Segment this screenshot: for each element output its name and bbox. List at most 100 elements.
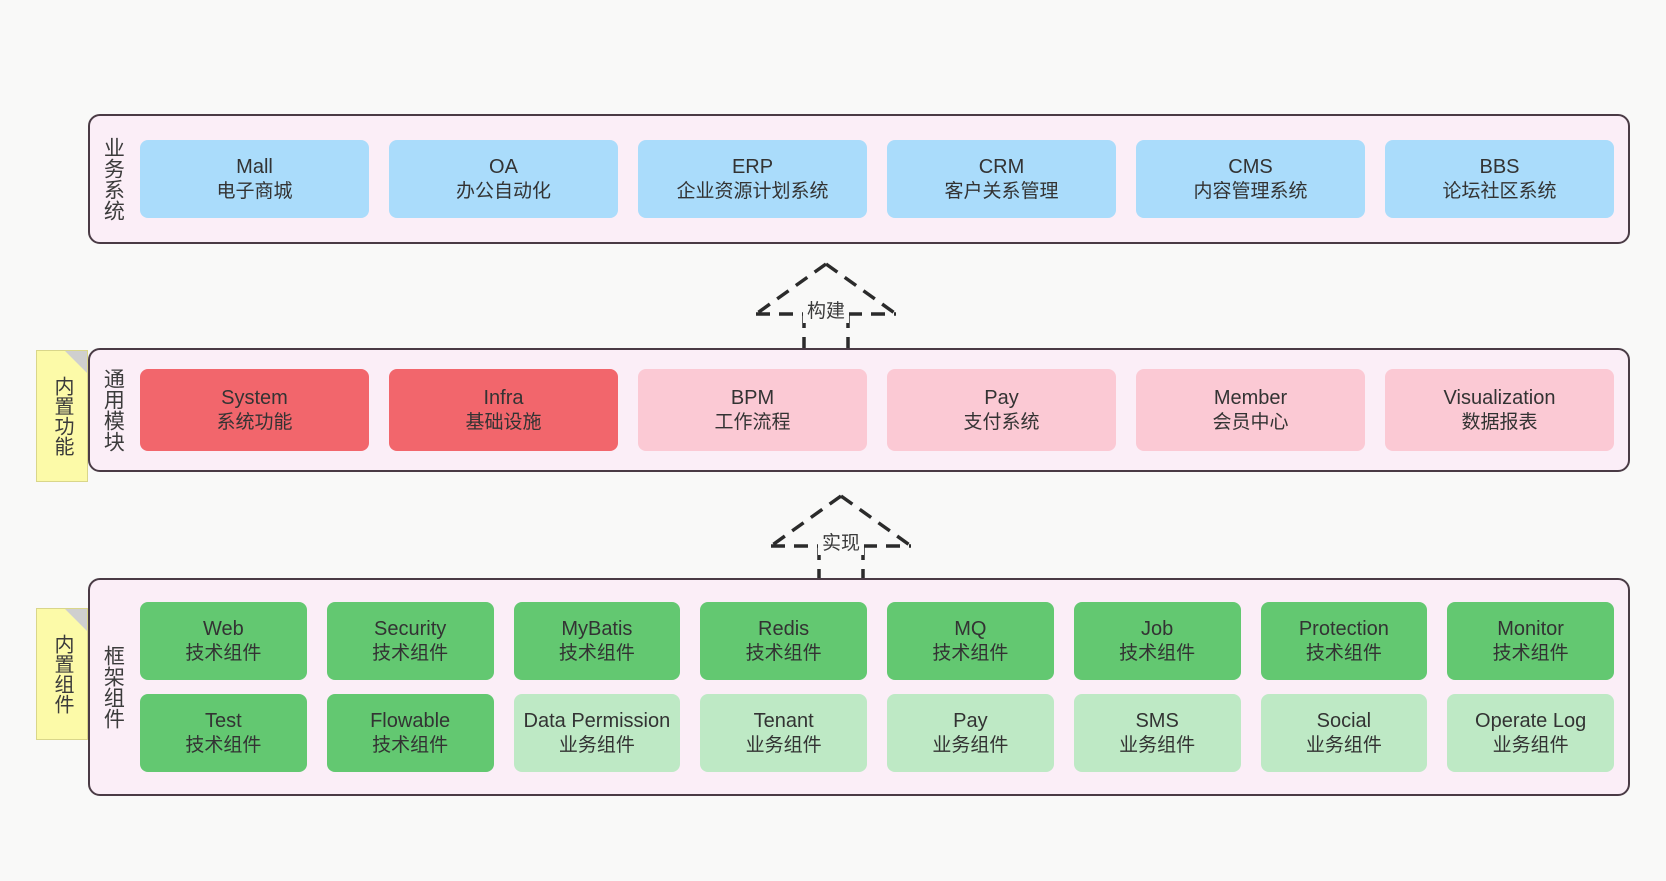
node-subtitle: 论坛社区系统 <box>1442 180 1557 202</box>
node-subtitle: 技术组件 <box>185 734 262 756</box>
note-builtin-features: 内置功能 <box>36 350 88 482</box>
node-pay-component[interactable]: Pay 业务组件 <box>887 694 1054 772</box>
node-mall[interactable]: Mall 电子商城 <box>140 140 369 218</box>
node-redis[interactable]: Redis 技术组件 <box>700 602 867 680</box>
node-title: Web <box>202 618 244 641</box>
node-tenant[interactable]: Tenant 业务组件 <box>700 694 867 772</box>
node-subtitle: 技术组件 <box>558 642 635 664</box>
node-subtitle: 技术组件 <box>372 734 449 756</box>
node-title: MyBatis <box>561 618 633 641</box>
layer-body-framework-component: Web 技术组件 Security 技术组件 MyBatis 技术组件 Redi… <box>134 580 1628 794</box>
node-title: Test <box>205 710 242 733</box>
node-row: Test 技术组件 Flowable 技术组件 Data Permission … <box>140 694 1614 772</box>
layer-framework-component: 框架组件 Web 技术组件 Security 技术组件 MyBatis 技术组件… <box>88 578 1630 796</box>
node-title: Redis <box>758 618 810 641</box>
node-bpm[interactable]: BPM 工作流程 <box>638 369 867 451</box>
node-title: Pay <box>984 387 1019 410</box>
layer-body-business-system: Mall 电子商城 OA 办公自动化 ERP 企业资源计划系统 CRM 客户关系… <box>134 116 1628 242</box>
node-subtitle: 业务组件 <box>1119 734 1196 756</box>
node-title: ERP <box>731 156 774 179</box>
node-title: CRM <box>978 156 1025 179</box>
node-title: Monitor <box>1497 618 1564 641</box>
node-subtitle: 业务组件 <box>558 734 635 756</box>
node-subtitle: 技术组件 <box>745 642 822 664</box>
node-subtitle: 数据报表 <box>1461 411 1538 433</box>
node-title: Operate Log <box>1475 710 1587 733</box>
node-title: OA <box>489 156 518 179</box>
node-title: Social <box>1316 710 1372 733</box>
node-flowable[interactable]: Flowable 技术组件 <box>326 694 494 772</box>
node-title: Mall <box>236 156 273 179</box>
node-title: Infra <box>483 387 524 410</box>
node-mq[interactable]: MQ 技术组件 <box>887 602 1054 680</box>
note-label: 内置功能 <box>51 376 73 456</box>
note-builtin-components: 内置组件 <box>36 608 88 740</box>
node-title: Pay <box>953 710 988 733</box>
node-title: System <box>221 387 288 410</box>
node-row: System 系统功能 Infra 基础设施 BPM 工作流程 Pay 支付系统… <box>140 369 1614 451</box>
note-fold-corner-icon <box>65 351 87 373</box>
node-title: Security <box>374 618 447 641</box>
node-subtitle: 内容管理系统 <box>1193 180 1308 202</box>
node-test[interactable]: Test 技术组件 <box>140 694 307 772</box>
node-protection[interactable]: Protection 技术组件 <box>1260 602 1428 680</box>
node-title: SMS <box>1135 710 1179 733</box>
node-operate-log[interactable]: Operate Log 业务组件 <box>1447 694 1614 772</box>
layer-business-system: 业务系统 Mall 电子商城 OA 办公自动化 ERP 企业资源计划系统 CRM… <box>88 114 1630 244</box>
node-subtitle: 业务组件 <box>1492 734 1569 756</box>
node-row: Web 技术组件 Security 技术组件 MyBatis 技术组件 Redi… <box>140 602 1614 680</box>
node-title: BPM <box>730 387 775 410</box>
note-label: 内置组件 <box>51 634 73 714</box>
node-subtitle: 技术组件 <box>1119 642 1196 664</box>
node-subtitle: 基础设施 <box>465 411 542 433</box>
node-data-permission[interactable]: Data Permission 业务组件 <box>513 694 681 772</box>
node-subtitle: 业务组件 <box>932 734 1009 756</box>
node-security[interactable]: Security 技术组件 <box>326 602 494 680</box>
node-cms[interactable]: CMS 内容管理系统 <box>1136 140 1365 218</box>
layer-title-business-system: 业务系统 <box>101 137 125 221</box>
node-subtitle: 办公自动化 <box>455 180 551 202</box>
node-subtitle: 会员中心 <box>1212 411 1289 433</box>
node-title: BBS <box>1479 156 1520 179</box>
layer-body-common-module: System 系统功能 Infra 基础设施 BPM 工作流程 Pay 支付系统… <box>134 350 1628 470</box>
layer-common-module: 通用模块 System 系统功能 Infra 基础设施 BPM 工作流程 Pay… <box>88 348 1630 472</box>
node-subtitle: 技术组件 <box>185 642 262 664</box>
note-fold-corner-icon <box>65 609 87 631</box>
node-mybatis[interactable]: MyBatis 技术组件 <box>513 602 681 680</box>
arrow-implement: 实现 <box>766 490 916 586</box>
node-subtitle: 业务组件 <box>1305 734 1382 756</box>
node-infra[interactable]: Infra 基础设施 <box>389 369 618 451</box>
node-crm[interactable]: CRM 客户关系管理 <box>887 140 1116 218</box>
node-subtitle: 技术组件 <box>1305 642 1382 664</box>
node-subtitle: 企业资源计划系统 <box>676 180 829 202</box>
node-title: Data Permission <box>523 710 671 733</box>
node-title: MQ <box>954 618 987 641</box>
node-subtitle: 工作流程 <box>714 411 791 433</box>
node-job[interactable]: Job 技术组件 <box>1073 602 1241 680</box>
node-bbs[interactable]: BBS 论坛社区系统 <box>1385 140 1614 218</box>
node-erp[interactable]: ERP 企业资源计划系统 <box>638 140 867 218</box>
node-oa[interactable]: OA 办公自动化 <box>389 140 618 218</box>
arrow-label: 实现 <box>817 528 865 555</box>
node-pay[interactable]: Pay 支付系统 <box>887 369 1116 451</box>
node-title: Flowable <box>370 710 451 733</box>
node-subtitle: 客户关系管理 <box>944 180 1059 202</box>
node-row: Mall 电子商城 OA 办公自动化 ERP 企业资源计划系统 CRM 客户关系… <box>140 140 1614 218</box>
node-title: Visualization <box>1443 387 1556 410</box>
node-subtitle: 支付系统 <box>963 411 1040 433</box>
node-visualization[interactable]: Visualization 数据报表 <box>1385 369 1614 451</box>
node-social[interactable]: Social 业务组件 <box>1260 694 1428 772</box>
layer-title-common-module: 通用模块 <box>101 368 125 452</box>
node-title: Job <box>1141 618 1174 641</box>
node-title: Tenant <box>753 710 814 733</box>
node-web[interactable]: Web 技术组件 <box>140 602 307 680</box>
node-subtitle: 电子商城 <box>216 180 293 202</box>
arrow-label: 构建 <box>802 296 850 323</box>
layer-title-framework-component: 框架组件 <box>101 645 125 729</box>
node-monitor[interactable]: Monitor 技术组件 <box>1447 602 1614 680</box>
node-system[interactable]: System 系统功能 <box>140 369 369 451</box>
node-sms[interactable]: SMS 业务组件 <box>1073 694 1241 772</box>
node-title: Protection <box>1298 618 1389 641</box>
node-member[interactable]: Member 会员中心 <box>1136 369 1365 451</box>
arrow-build: 构建 <box>751 258 901 354</box>
